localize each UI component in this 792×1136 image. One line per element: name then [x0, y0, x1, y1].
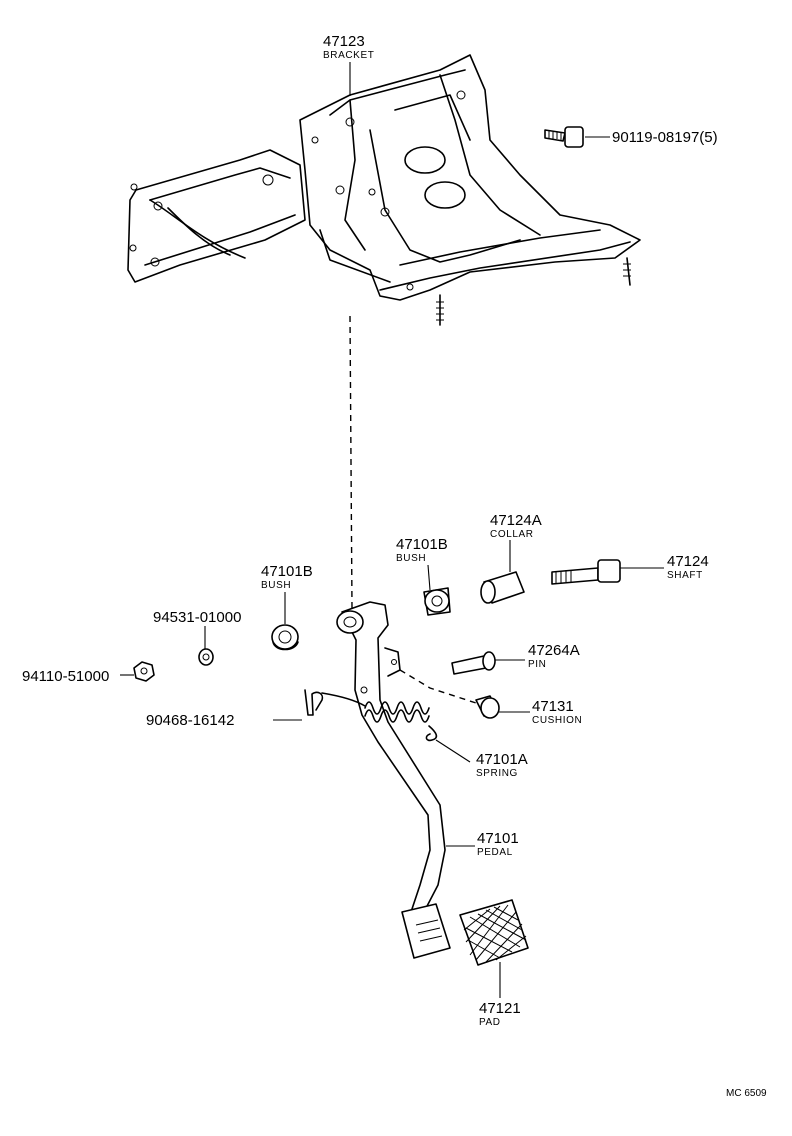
cushion-drawing — [475, 695, 530, 719]
shaft-drawing — [551, 559, 664, 585]
clip-drawing — [273, 689, 324, 721]
part-number: 47101 — [477, 830, 519, 847]
pad-drawing — [459, 899, 529, 998]
part-name: COLLAR — [490, 529, 534, 540]
pedal-drawing — [336, 601, 475, 959]
part-number: 94110-51000 — [22, 668, 109, 685]
diagram-code: MC 6509 — [726, 1088, 767, 1099]
bolt-drawing — [544, 126, 610, 148]
part-number: 47101B — [396, 536, 448, 553]
part-number: 90119-08197(5) — [612, 129, 718, 146]
callout-pin: 47264A PIN — [528, 642, 580, 670]
part-name: PAD — [479, 1017, 501, 1028]
callout-bolt: 90119-08197(5) — [612, 129, 718, 146]
part-number: 47131 — [532, 698, 574, 715]
part-number: 47101B — [261, 563, 313, 580]
bush-left-drawing — [271, 592, 299, 651]
part-name: BUSH — [261, 580, 291, 591]
collar-drawing — [480, 540, 525, 604]
callout-bush-left: 47101B BUSH — [261, 563, 313, 591]
callout-cushion: 47131 CUSHION — [532, 698, 582, 726]
washer-drawing — [198, 626, 214, 666]
bracket-drawing — [127, 54, 641, 326]
callout-nut: 94110-51000 — [22, 668, 109, 685]
part-name: CUSHION — [532, 715, 582, 726]
part-name: PEDAL — [477, 847, 513, 858]
part-number: 90468-16142 — [146, 712, 234, 729]
callout-washer: 94531-01000 — [153, 609, 241, 626]
part-number: 47123 — [323, 33, 365, 50]
pin-drawing — [451, 651, 525, 675]
stud-icon — [436, 257, 631, 326]
callout-collar: 47124A COLLAR — [490, 512, 542, 540]
part-number: 47101A — [476, 751, 528, 768]
callout-pedal: 47101 PEDAL — [477, 830, 519, 858]
callout-bush-right: 47101B BUSH — [396, 536, 448, 564]
nut-drawing — [120, 661, 155, 682]
part-number: 47121 — [479, 1000, 521, 1017]
spring-drawing — [321, 692, 471, 763]
callout-spring: 47101A SPRING — [476, 751, 528, 779]
part-number: 47124A — [490, 512, 542, 529]
part-number: 47124 — [667, 553, 709, 570]
bush-right-drawing — [423, 564, 451, 616]
part-name: SHAFT — [667, 570, 703, 581]
part-name: BRACKET — [323, 50, 374, 61]
part-number: 94531-01000 — [153, 609, 241, 626]
callout-pad: 47121 PAD — [479, 1000, 521, 1028]
callout-shaft: 47124 SHAFT — [667, 553, 709, 581]
part-number: 47264A — [528, 642, 580, 659]
part-name: SPRING — [476, 768, 518, 779]
part-name: PIN — [528, 659, 546, 670]
callout-bracket: 47123 BRACKET — [323, 33, 374, 61]
callout-clip: 90468-16142 — [146, 712, 234, 729]
part-name: BUSH — [396, 553, 426, 564]
